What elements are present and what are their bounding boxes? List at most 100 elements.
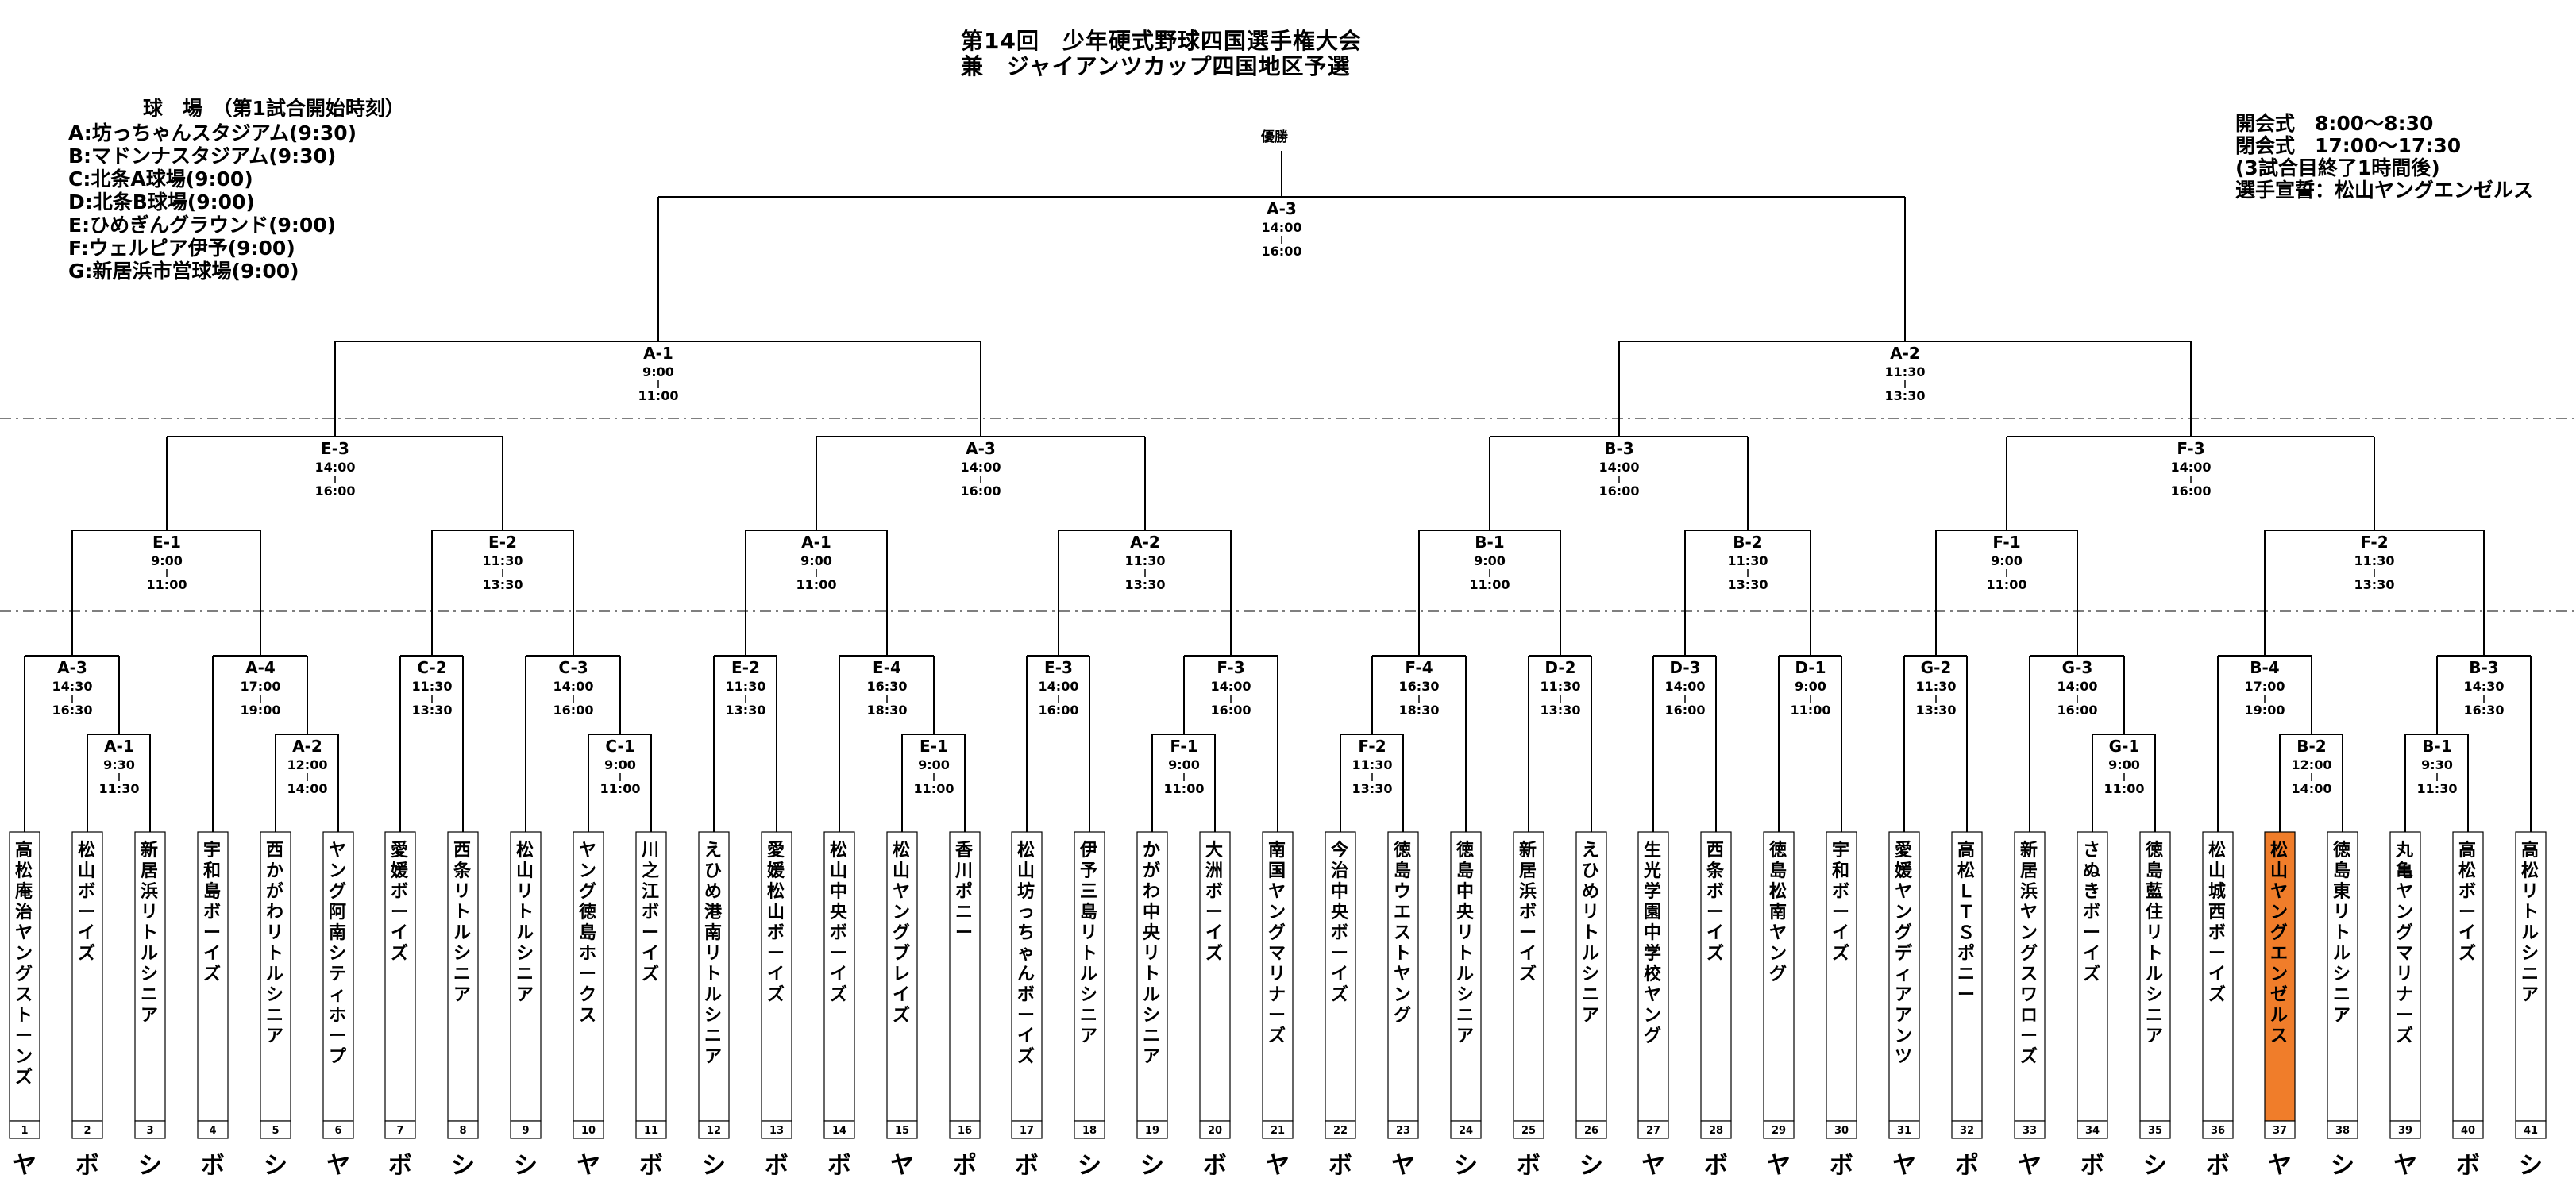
team-league: ボ [1203, 1152, 1227, 1180]
team-league: ヤ [890, 1152, 914, 1180]
game-end-time: 11:00 [600, 781, 641, 796]
venue-heading: 球 場 （第1試合開始時刻） [143, 97, 405, 120]
game-end-time: 16:00 [553, 703, 594, 718]
team-league: ボ [388, 1152, 412, 1180]
game-end-time: 11:30 [2417, 781, 2458, 796]
game-end-time: 19:00 [2245, 703, 2285, 718]
team-number: 39 [2398, 1125, 2412, 1137]
team-league: ヤ [326, 1152, 350, 1180]
game-end-time: 13:30 [1885, 388, 1926, 403]
game-start-time: 12:00 [287, 757, 328, 772]
team-name: 丸亀ヤングマリナーズ [2395, 841, 2415, 1046]
team-number-box [2389, 1120, 2421, 1139]
team-box [1074, 831, 1105, 1122]
team-number-box [1763, 1120, 1795, 1139]
team-name: 徳島東リトルシニア [2332, 840, 2352, 1026]
team-number-box [134, 1120, 166, 1139]
team-number: 41 [2524, 1125, 2538, 1137]
game-end-time: 16:00 [1211, 703, 1251, 718]
team-number: 11 [644, 1125, 658, 1137]
team-name: えひめ港南リトルシニア [704, 841, 723, 1067]
closing-note: (3試合目終了1時間後) [2235, 156, 2440, 179]
game-end-time: 16:00 [1599, 483, 1640, 499]
game-end-time: 13:30 [1541, 703, 1581, 718]
team-number-box [2139, 1120, 2171, 1139]
game-code: F-3 [1217, 658, 1244, 677]
team-name: 宇和島ボーイズ [203, 841, 222, 984]
team-number: 27 [1646, 1125, 1660, 1137]
game-start-time: 14:00 [2057, 679, 2098, 694]
game-start-time: 17:00 [2245, 679, 2285, 694]
team-number: 20 [1208, 1125, 1222, 1137]
title-line-1: 第14回 少年硬式野球四国選手権大会 [961, 28, 1362, 54]
team-name: 生光学園中学校ヤング [1643, 841, 1663, 1046]
team-box [71, 831, 103, 1122]
team-league: ボ [827, 1152, 851, 1180]
team-number: 8 [459, 1125, 466, 1137]
game-code: A-3 [966, 439, 996, 458]
team-box [510, 831, 542, 1122]
team-number-box [1325, 1120, 1356, 1139]
team-number: 10 [581, 1125, 596, 1137]
game-code: F-2 [1358, 737, 1386, 756]
team-league: ヤ [1767, 1152, 1791, 1180]
team-number-box [823, 1120, 855, 1139]
team-league: ボ [75, 1152, 99, 1180]
venue-item-c: C:北条A球場(9:00) [68, 168, 253, 191]
team-number: 23 [1396, 1125, 1410, 1137]
team-number-box [1074, 1120, 1105, 1139]
team-box [134, 831, 166, 1122]
game-start-time: 12:00 [2292, 757, 2332, 772]
game-start-time: 11:30 [726, 679, 766, 694]
team-number-box [698, 1120, 730, 1139]
team-league: ボ [1704, 1152, 1728, 1180]
team-league: ヤ [2393, 1152, 2417, 1180]
team-number: 1 [21, 1125, 28, 1137]
game-start-time: 16:30 [867, 679, 908, 694]
game-code: C-3 [558, 658, 588, 677]
game-end-time: 11:00 [1987, 577, 2027, 592]
team-name: 松山坊っちゃんボーイズ [1017, 841, 1036, 1067]
game-start-time: 9:00 [1795, 679, 1826, 694]
team-name: 徳島ウエストヤング [1393, 840, 1413, 1026]
team-number-box [447, 1120, 479, 1139]
team-league: ヤ [577, 1152, 600, 1180]
game-start-time: 9:30 [103, 757, 135, 772]
game-code: A-1 [104, 737, 134, 756]
game-end-time: 16:30 [52, 703, 93, 718]
team-league: シ [2143, 1152, 2167, 1180]
team-box [9, 831, 40, 1122]
team-name: 松山城西ボーイズ [2208, 841, 2227, 1005]
team-name: 高松ＬＴＳポニー [1957, 840, 1976, 1005]
game-start-time: 11:30 [1728, 553, 1768, 568]
team-number: 33 [2023, 1125, 2037, 1137]
team-league: ボ [201, 1152, 225, 1180]
game-end-time: 16:00 [1665, 703, 1706, 718]
team-box [1575, 831, 1607, 1122]
team-league: ボ [2080, 1152, 2104, 1180]
game-code: G-2 [1921, 658, 1952, 677]
game-code: A-2 [1890, 344, 1920, 363]
game-start-time: 14:00 [315, 460, 356, 475]
game-end-time: 16:00 [2057, 703, 2098, 718]
team-box [761, 831, 792, 1122]
team-number-box [2327, 1120, 2358, 1139]
team-league: ボ [1015, 1152, 1039, 1180]
game-end-time: 11:00 [796, 577, 837, 592]
team-league: シ [2519, 1152, 2543, 1180]
game-start-time: 14:00 [961, 460, 1001, 475]
team-number: 22 [1333, 1125, 1348, 1137]
game-code: B-3 [2469, 658, 2498, 677]
team-box [1011, 831, 1043, 1122]
team-box [384, 831, 416, 1122]
game-start-time: 14:00 [1262, 220, 1302, 235]
team-number-box [260, 1120, 291, 1139]
game-end-time: 13:30 [412, 703, 453, 718]
team-number: 9 [522, 1125, 529, 1137]
team-box [1826, 831, 1857, 1122]
champion-label: 優勝 [1261, 129, 1288, 145]
game-start-time: 11:30 [2354, 553, 2395, 568]
venue-item-b: B:マドンナスタジアム(9:30) [68, 144, 337, 168]
game-code: E-3 [1044, 658, 1073, 677]
game-end-time: 16:30 [2464, 703, 2505, 718]
